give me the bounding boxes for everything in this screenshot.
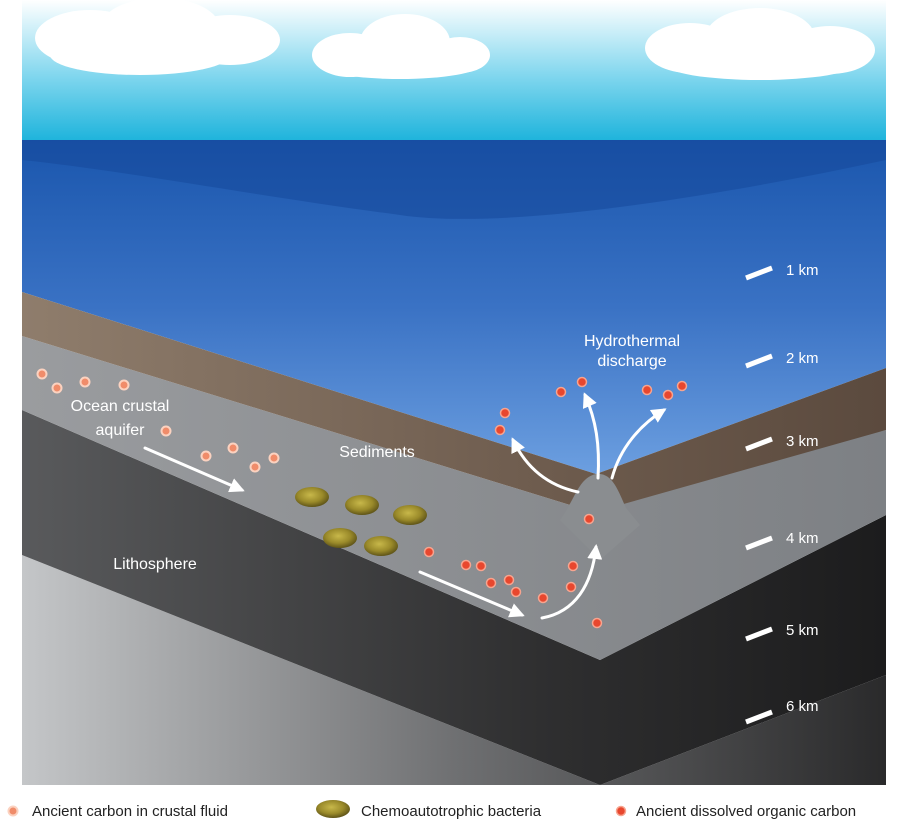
crustal-fluid-dot [227,442,239,454]
dissolved-carbon-dot [641,384,653,396]
crustal-fluid-dot [268,452,280,464]
sediments-label: Sediments [339,444,415,461]
dissolved-carbon-dot [676,380,688,392]
depth-label: 3 km [786,433,819,450]
lithosphere-layer [22,410,886,785]
dissolved-carbon-dot [460,559,472,571]
ocean-crustal-aquifer-label: aquifer [96,422,146,439]
crustal-fluid-dot [118,379,130,391]
dissolved-carbon-dot [510,586,522,598]
dissolved-carbon-dot [475,560,487,572]
legend-label: Ancient carbon in crustal fluid [32,803,228,820]
cloud [312,14,490,79]
bacteria [364,536,398,556]
crustal-fluid-dot [249,461,261,473]
arrow [418,570,525,618]
dissolved-carbon-dot [499,407,511,419]
cloud [35,0,280,75]
arrow [582,392,600,480]
depth-marker: 5 km [745,622,819,642]
legend-label: Chemoautotrophic bacteria [361,803,542,820]
dissolved-carbon-dot [503,574,515,586]
crustal-fluid-dot [160,425,172,437]
hydrothermal-discharge-label: discharge [597,353,666,370]
bacteria [295,487,329,507]
dissolved-carbon-dot [565,581,577,593]
depth-label: 5 km [786,622,819,639]
legend-item: Chemoautotrophic bacteria [316,800,542,820]
crustal-fluid-dots [36,368,280,473]
crustal-fluid-dot [7,805,19,817]
dissolved-carbon-dot [615,805,627,817]
depth-label: 6 km [786,698,819,715]
ocean-crustal-aquifer-label: Ocean crustal [71,398,170,415]
legend-label: Ancient dissolved organic carbon [636,803,856,820]
depth-scale: 1 km 2 km 3 km 4 km 5 km 6 km [745,262,819,725]
dissolved-carbon-dot [662,389,674,401]
arrow [540,544,603,620]
bacteria [393,505,427,525]
lithosphere-label: Lithosphere [113,556,197,573]
dissolved-carbon-dot [567,560,579,572]
crustal-fluid-dot [36,368,48,380]
dissolved-carbon-dots [423,376,688,629]
hydrothermal-discharge-label: Hydrothermal [584,333,680,350]
crust-layer [22,336,886,660]
flow-arrows [143,392,667,620]
bacteria-group [295,487,427,556]
dissolved-carbon-dot [583,513,595,525]
sediment-layer [22,292,886,505]
dissolved-carbon-dot [423,546,435,558]
legend-item: Ancient dissolved organic carbon [615,803,856,820]
ocean-surface-band [22,140,886,219]
dissolved-carbon-dot [576,376,588,388]
bacteria [345,495,379,515]
depth-label: 4 km [786,530,819,547]
crustal-fluid-dot [51,382,63,394]
legend: Ancient carbon in crustal fluid Chemoaut… [7,800,856,820]
depth-label: 1 km [786,262,819,279]
arrow [143,446,245,493]
depth-marker: 4 km [745,530,819,551]
dissolved-carbon-dot [537,592,549,604]
crustal-fluid-dot [79,376,91,388]
arrow [511,437,580,494]
crustal-fluid-dot [200,450,212,462]
depth-marker: 1 km [745,262,819,281]
depth-marker: 3 km [745,433,819,452]
dissolved-carbon-dot [591,617,603,629]
deep-layer [22,555,886,785]
dissolved-carbon-dot [494,424,506,436]
dissolved-carbon-dot [485,577,497,589]
depth-marker: 6 km [745,698,819,725]
depth-label: 2 km [786,350,819,367]
bacteria [323,528,357,548]
bacteria [316,800,350,818]
legend-item: Ancient carbon in crustal fluid [7,803,228,820]
seamount [560,473,640,560]
arrow [610,408,667,480]
cloud [645,8,875,80]
depth-marker: 2 km [745,350,819,369]
dissolved-carbon-dot [555,386,567,398]
